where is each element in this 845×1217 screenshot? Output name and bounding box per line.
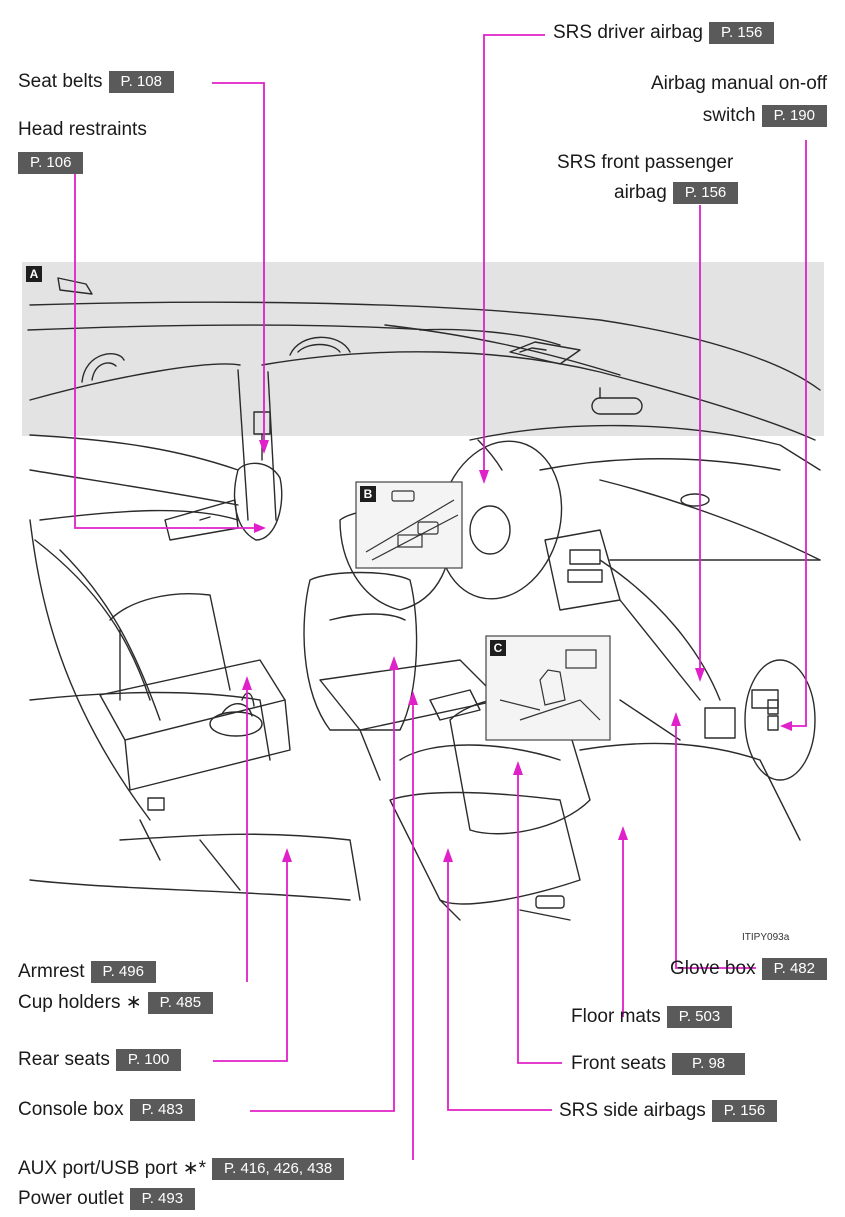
leader-rear-seats [213,862,288,1062]
leader-seat-belts [212,82,265,440]
page-ref-badge[interactable]: P. 100 [115,1049,182,1071]
callout-label: Front seats [571,1053,667,1074]
page-ref-badge[interactable]: P. 108 [108,71,174,93]
leader-glove-box [675,726,756,969]
page-ref-badge[interactable]: P. 503 [666,1006,733,1028]
callout-label: Console box [18,1099,124,1120]
callout-airbag-switch-line1: Airbag manual on-off [650,73,827,94]
page-ref-badge[interactable]: P. 483 [129,1099,196,1121]
callout-label: SRS driver airbag [553,22,703,43]
inset-c-badge: C [490,640,506,656]
page-ref-badge[interactable]: P. 482 [761,958,827,980]
callout-aux-usb-port: AUX port/USB port ∗*P. 416, 426, 438 [18,1157,345,1181]
page-ref-badge[interactable]: P. 496 [90,961,156,983]
callout-cup-holders: Cup holders ∗P. 485 [18,991,214,1015]
callout-label: airbag [614,182,667,203]
leader-airbag-switch [792,140,807,727]
callout-head-restraints-ref: P. 106 [18,151,84,175]
leader-side-airbags [447,862,552,1111]
callout-label: switch [702,105,756,126]
page-ref-badge[interactable]: P. 485 [147,992,214,1014]
leader-console-box [250,670,395,1112]
page-ref-badge[interactable]: P. 156 [711,1100,778,1122]
figure-code: ITIPY093a [742,932,790,943]
inset-c-panel [485,635,611,741]
callout-label: Cup holders ∗ [18,992,142,1013]
inset-a-badge: A [26,266,42,282]
callout-label: Floor mats [571,1006,661,1027]
callout-label: Power outlet [18,1188,124,1209]
callout-label: SRS side airbags [559,1100,706,1121]
page-ref-badge[interactable]: P. 416, 426, 438 [212,1158,345,1180]
page-ref-badge[interactable]: P. 98 [672,1053,746,1075]
page-ref-badge[interactable]: P. 493 [129,1188,196,1210]
page-ref-badge[interactable]: P. 106 [18,152,84,174]
leader-driver-airbag [483,34,545,470]
callout-label: Glove box [670,958,756,979]
leader-head-restraints [74,165,254,529]
ceiling-shading [22,262,824,436]
inset-b-badge: B [360,486,376,502]
page-ref-badge[interactable]: P. 156 [708,22,775,44]
leader-front-seats [517,775,562,1064]
callout-label: AUX port/USB port ∗* [18,1158,207,1179]
callout-label: Seat belts [18,71,103,92]
callout-head-restraints: Head restraints [18,119,147,140]
page-ref-badge[interactable]: P. 156 [672,182,739,204]
page-ref-badge[interactable]: P. 190 [761,105,827,127]
callout-label: Armrest [18,961,85,982]
callout-label: Rear seats [18,1049,110,1070]
callout-passenger-airbag-line1: SRS front passenger [557,152,734,173]
